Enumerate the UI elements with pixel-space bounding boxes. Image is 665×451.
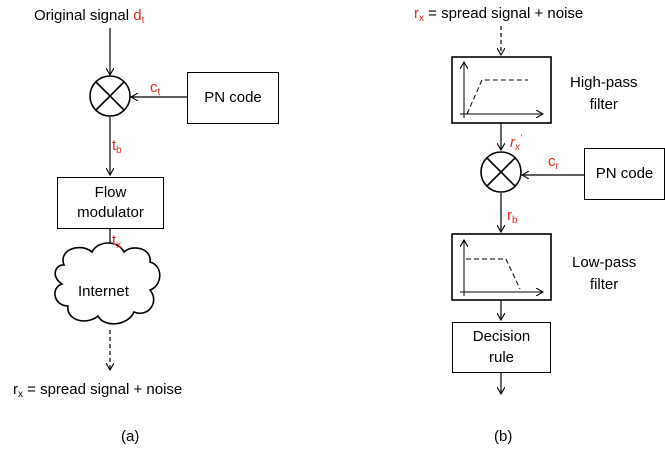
high-pass-filter-box — [451, 56, 552, 124]
lpf-label: Low-pass filter — [572, 254, 637, 293]
pn-code-label-a: PN code — [204, 88, 262, 106]
input-text-b: = spread signal + noise — [424, 5, 584, 22]
tx-label: tx — [112, 232, 122, 251]
decision-line1: Decision — [472, 328, 531, 346]
input-label-b: rx = spread signal + noise — [414, 6, 583, 24]
input-label-a: Original signal dt — [34, 8, 144, 26]
decision-line2: rule — [488, 348, 514, 366]
low-pass-filter-box — [451, 233, 552, 301]
caption-b: (b) — [494, 428, 513, 445]
pn-code-label-b: PN code — [595, 164, 654, 182]
decision-rule-box: Decision rule — [452, 322, 551, 373]
mixer-a — [89, 75, 131, 117]
pn-var-cr: cr — [548, 153, 559, 172]
high-pass-response-curve — [466, 79, 528, 115]
output-var-rx: rx — [13, 381, 23, 400]
input-var-rx-b: rx — [414, 5, 424, 24]
modulator-line1: Flow — [94, 183, 127, 201]
modulator-line2: modulator — [77, 204, 144, 221]
internet-cloud-icon — [54, 242, 161, 325]
pn-code-box-a: PN code — [187, 72, 279, 124]
internet-label: Internet — [78, 283, 129, 300]
low-pass-response-curve — [466, 258, 521, 290]
pn-var-ct: ct — [150, 79, 161, 98]
pn-code-box-b: PN code — [584, 148, 665, 200]
hpf-label: High-pass filter — [570, 74, 638, 113]
input-label-text: Original signal — [34, 7, 130, 24]
input-var-d: dt — [133, 7, 145, 26]
rx-prime-label: rx' — [510, 133, 522, 153]
tb-label: tb — [112, 137, 122, 156]
flow-modulator-box: Flow modulator — [57, 177, 164, 229]
rb-label: rb — [507, 207, 518, 226]
output-text-a: = spread signal + noise — [23, 381, 183, 398]
mixer-b — [480, 151, 522, 193]
output-label-a: rx = spread signal + noise — [13, 382, 182, 400]
caption-a: (a) — [121, 428, 140, 445]
